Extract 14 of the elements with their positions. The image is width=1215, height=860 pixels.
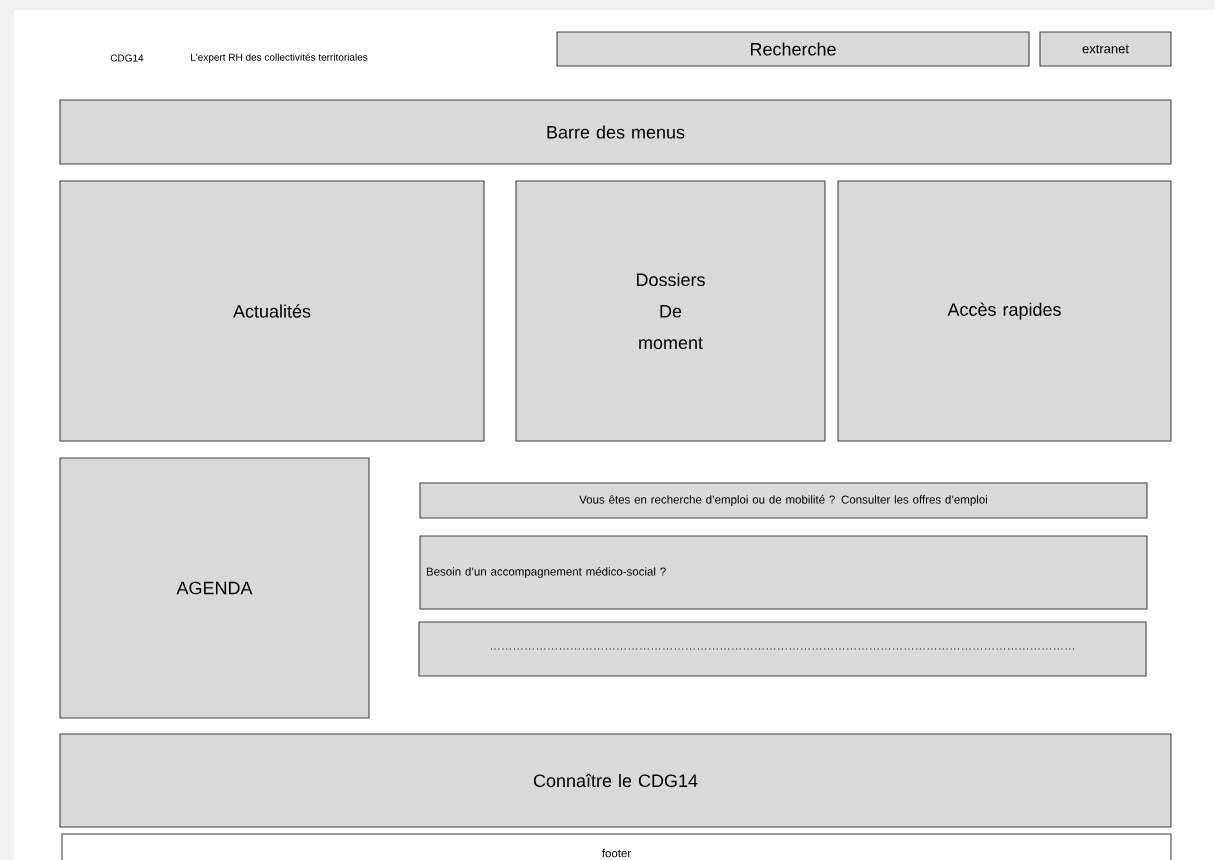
footer-bar: footer (61, 833, 1172, 860)
site-name: CDG14 (110, 54, 144, 62)
section-box: Barre des menus (59, 99, 1172, 165)
section-box: extranet (1039, 31, 1172, 67)
section-box: Besoin d’un accompagnement médico-social ? (419, 535, 1148, 610)
section-box: Accès rapides (837, 180, 1172, 442)
section-box: AGENDA (59, 457, 370, 719)
section-box: ……………………………………………………………………………………………………………………………………… (418, 621, 1147, 677)
section-box: Recherche (556, 31, 1030, 67)
section-box: Dossiers De moment (515, 180, 826, 442)
section-box: Vous êtes en recherche d’emploi ou de mobilité ? Consulter les offres d’emploi (419, 482, 1148, 519)
section-box: Connaître le CDG14 (59, 733, 1172, 828)
tagline: L'expert RH des collectivités territoriales (191, 53, 368, 63)
section-box: Actualités (59, 180, 485, 442)
